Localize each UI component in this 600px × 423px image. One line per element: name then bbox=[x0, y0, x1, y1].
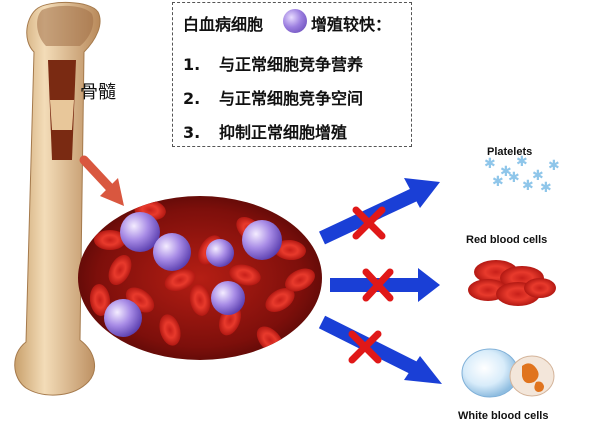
red-blood-cells-image bbox=[468, 260, 556, 306]
item-number: 2. bbox=[183, 89, 201, 108]
block-icon-platelets bbox=[352, 206, 386, 240]
marrow-label: 骨髓 bbox=[80, 82, 116, 103]
femur-bone bbox=[14, 1, 101, 396]
leukemia-cell-icon bbox=[283, 9, 307, 33]
red-cell bbox=[189, 284, 211, 316]
platelet-glyph: ✱ bbox=[500, 164, 512, 180]
leukemia-cell bbox=[120, 212, 160, 252]
platelet-glyph: ✱ bbox=[516, 154, 528, 170]
leukemia-cell bbox=[104, 299, 142, 337]
platelet-glyph: ✱ bbox=[548, 158, 560, 174]
callout-item-2: 2. 与正常细胞竞争空间 bbox=[183, 85, 363, 109]
leukemia-cell bbox=[206, 239, 234, 267]
item-text: 抑制正常细胞增殖 bbox=[219, 123, 348, 142]
item-text: 与正常细胞竞争营养 bbox=[219, 55, 364, 74]
item-number: 3. bbox=[183, 123, 201, 142]
leukemia-cell bbox=[211, 281, 245, 315]
block-icon-red-cells bbox=[362, 268, 394, 302]
callout-box: 白血病细胞 增殖较快： 1. 与正常细胞竞争营养 2. 与正常细胞竞争空间 3. 抑制… bbox=[172, 2, 412, 147]
red-cell bbox=[265, 288, 295, 312]
callout-item-3: 3. 抑制正常细胞增殖 bbox=[183, 119, 347, 143]
red-cell bbox=[229, 264, 261, 286]
leukemia-cell bbox=[153, 233, 191, 271]
red-cell bbox=[164, 268, 196, 292]
platelets-label: Platelets bbox=[487, 146, 532, 158]
red-cell bbox=[274, 239, 306, 261]
arrow-to-platelets bbox=[319, 178, 440, 245]
arrow-to-white-cells bbox=[318, 315, 442, 384]
block-icon-white-cells bbox=[348, 330, 382, 364]
callout-item-1: 1. 与正常细胞竞争营养 bbox=[183, 51, 363, 75]
white-blood-cells-image bbox=[461, 348, 555, 398]
red-cells-label: Red blood cells bbox=[466, 234, 547, 246]
callout-title-suffix: 增殖较快： bbox=[311, 15, 392, 34]
platelet-glyph: ✱ bbox=[484, 156, 496, 172]
pointer-arrow bbox=[79, 155, 124, 206]
red-cell bbox=[108, 254, 132, 286]
red-cell bbox=[89, 284, 111, 316]
arrow-to-red-cells bbox=[330, 268, 440, 302]
leukemia-cell bbox=[242, 220, 282, 260]
platelet-glyph: ✱ bbox=[492, 174, 504, 190]
red-cell bbox=[159, 314, 181, 346]
platelet-glyph: ✱ bbox=[540, 180, 552, 196]
platelet-glyph: ✱ bbox=[532, 168, 544, 184]
white-cells-label: White blood cells bbox=[458, 410, 548, 422]
platelet-glyph: ✱ bbox=[522, 178, 534, 194]
platelet-glyph: ✱ bbox=[508, 170, 520, 186]
item-text: 与正常细胞竞争空间 bbox=[219, 89, 364, 108]
platelets-image: ✱✱✱✱✱✱✱✱✱ bbox=[484, 154, 560, 196]
blood-view bbox=[78, 196, 322, 360]
red-cell bbox=[94, 230, 126, 250]
red-cell bbox=[285, 268, 315, 292]
item-number: 1. bbox=[183, 55, 201, 74]
callout-title: 白血病细胞 bbox=[183, 15, 264, 34]
